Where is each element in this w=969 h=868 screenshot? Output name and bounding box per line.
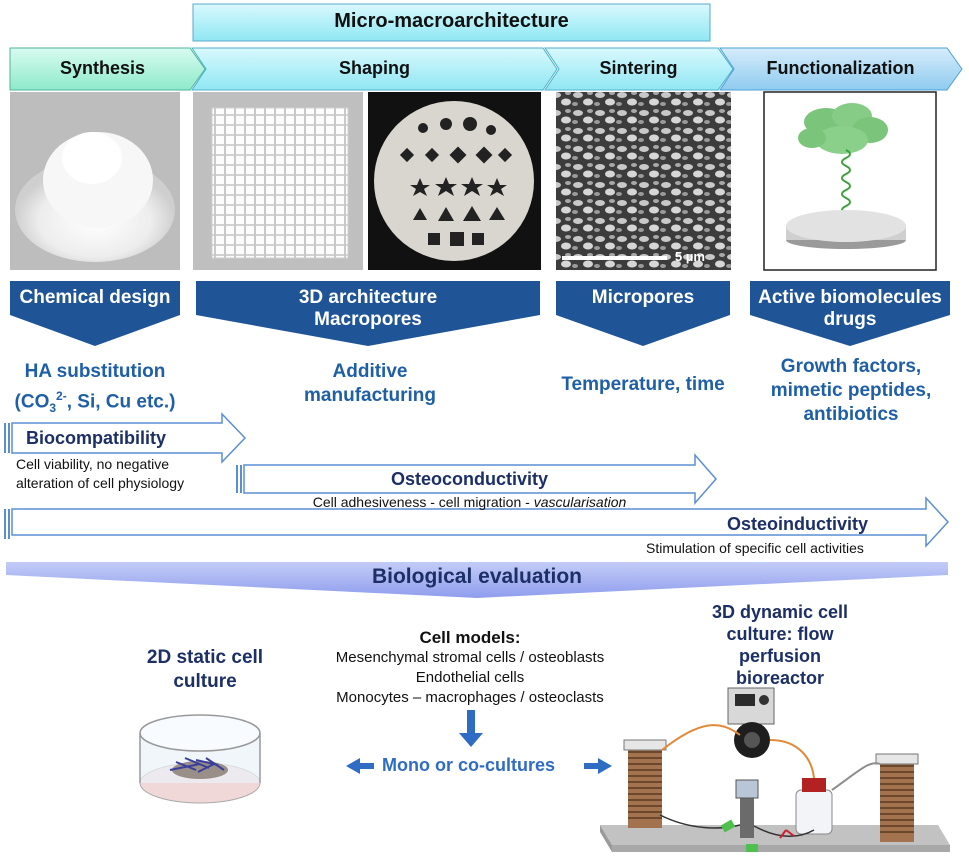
growth-factors-line2: mimetic peptides, <box>770 380 932 401</box>
cell-models-title: Cell models: <box>419 628 521 647</box>
architecture-box <box>196 281 540 346</box>
biomolecules-label-line2: drugs <box>823 309 877 330</box>
static-culture-line1: 2D static cell <box>146 647 264 668</box>
petri-dish-illustration <box>139 714 261 804</box>
biomolecules-label-line1: Active biomolecules <box>758 287 942 308</box>
lattice-scaffold-image <box>193 92 363 270</box>
powder-image <box>10 92 180 270</box>
functionalization-chevron <box>719 47 963 91</box>
osteoinductivity-arrow <box>4 496 950 548</box>
architecture-label-line1: 3D architecture <box>298 287 438 308</box>
chemical-design-label: Chemical design <box>19 287 171 308</box>
cell-model-item: Endothelial cells <box>415 669 525 686</box>
biological-evaluation-band <box>6 562 948 598</box>
cell-model-item: Monocytes – macrophages / osteoclasts <box>336 689 604 706</box>
cell-model-item: Mesenchymal stromal cells / osteoblasts <box>335 649 605 666</box>
biocompatibility-desc-line1: Cell viability, no negative <box>16 456 170 472</box>
biomolecules-box <box>750 281 950 346</box>
dynamic-culture-line2: culture: flow <box>726 624 834 644</box>
bioreactor-illustration <box>600 687 950 852</box>
temperature-time-label: Temperature, time <box>561 374 725 395</box>
osteoinductivity-desc: Stimulation of specific cell activities <box>646 540 864 556</box>
chemical-design-box <box>10 281 180 346</box>
stage-synthesis-label: Synthesis <box>59 58 146 78</box>
dynamic-culture-line1: 3D dynamic cell <box>711 602 849 622</box>
osteoinductivity-title: Osteoinductivity <box>727 514 869 534</box>
ha-substitution-line2: (CO32-, Si, Cu etc.) <box>14 389 176 416</box>
functionalized-disk-image <box>763 91 937 271</box>
additive-manufacturing-line1: Additive <box>332 361 408 382</box>
static-culture-line2: culture <box>173 671 237 692</box>
coculture-right-arrow <box>584 758 612 774</box>
biocompatibility-desc-line2: alteration of cell physiology <box>16 475 185 491</box>
osteoconductivity-arrow <box>236 453 717 505</box>
growth-factors-line1: Growth factors, <box>780 356 922 377</box>
osteoconductivity-title: Osteoconductivity <box>390 469 549 489</box>
architecture-label-line2: Macropores <box>314 309 422 330</box>
stage-sintering-label: Sintering <box>599 58 678 78</box>
sintering-chevron <box>544 47 734 91</box>
sem-micropore-image <box>556 92 731 270</box>
micro-macro-header-box <box>192 3 711 42</box>
dynamic-culture-line3: perfusion <box>738 646 821 666</box>
shaped-disk-image <box>368 92 541 270</box>
ha-substitution-line1: HA substitution <box>24 361 166 382</box>
micropores-box <box>556 281 730 346</box>
coculture-left-arrow <box>346 758 374 774</box>
osteoconductivity-desc: Cell adhesiveness - cell migration - vas… <box>312 494 627 510</box>
biocompatibility-arrow <box>4 412 247 464</box>
mono-coculture-label: Mono or co-cultures <box>382 755 556 775</box>
growth-factors-line3: antibiotics <box>803 404 899 425</box>
dynamic-culture-line4: bioreactor <box>735 668 825 688</box>
shaping-chevron <box>191 47 558 91</box>
biological-evaluation-title: Biological evaluation <box>371 565 583 588</box>
additive-manufacturing-line2: manufacturing <box>304 385 436 406</box>
stage-functionalization-label: Functionalization <box>766 58 915 78</box>
cell-models-down-arrow <box>459 710 483 747</box>
header-title: Micro-macroarchitecture <box>334 10 569 32</box>
stage-shaping-label: Shaping <box>339 58 410 78</box>
scale-bar-label: 5 µm <box>675 249 705 264</box>
scale-bar <box>562 256 667 260</box>
synthesis-chevron <box>9 47 206 91</box>
biocompatibility-title: Biocompatibility <box>26 428 167 448</box>
micropores-label: Micropores <box>591 287 695 308</box>
